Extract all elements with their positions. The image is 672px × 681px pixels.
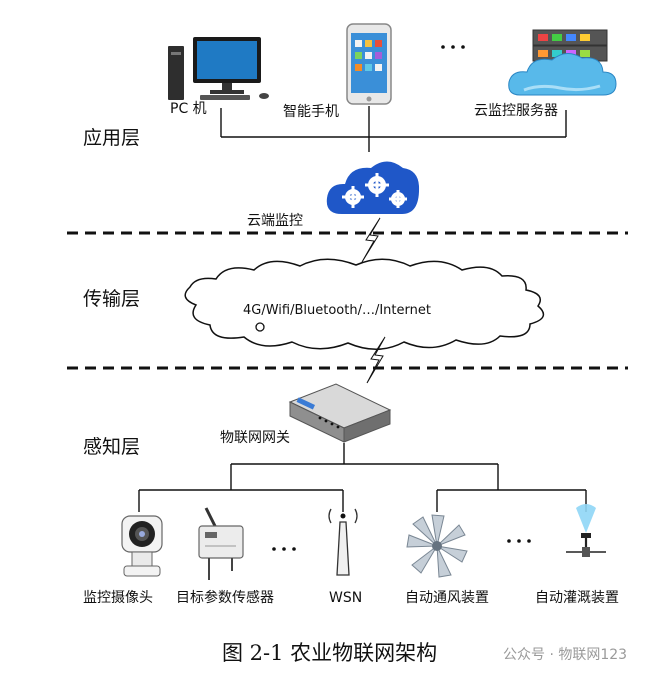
wsn-antenna-icon [328, 508, 358, 576]
gateway-icon [288, 383, 392, 443]
watermark: 公众号 · 物联网123 [503, 647, 628, 663]
network-cloud-shape [184, 258, 545, 350]
layer-label-transport: 传输层 [83, 288, 141, 310]
sensor-label: 目标参数传感器 [176, 590, 274, 606]
wireless-link-icon [361, 217, 381, 263]
figure-caption: 图 2-1 农业物联网架构 [222, 641, 438, 665]
layer-label-perception: 感知层 [83, 436, 141, 458]
smartphone-icon [346, 23, 392, 105]
network-label: 4G/Wifi/Bluetooth/…/Internet [243, 303, 431, 318]
ellipsis-dots [272, 547, 296, 551]
perception-connector [138, 443, 587, 512]
irrigation-label: 自动灌溉装置 [535, 590, 619, 606]
wireless-link-icon [366, 336, 386, 384]
wsn-label: WSN [329, 590, 363, 606]
pc-label: PC 机 [170, 101, 207, 117]
layer-label-application: 应用层 [83, 127, 141, 149]
ventilation-label: 自动通风装置 [405, 590, 489, 606]
cloud-server-icon [508, 29, 617, 96]
sprinkler-icon [566, 504, 606, 557]
application-connector [220, 106, 567, 152]
camera-label: 监控摄像头 [83, 590, 153, 606]
cloud-puff-icon [255, 322, 265, 332]
sensor-icon [198, 507, 244, 580]
gateway-label: 物联网网关 [220, 430, 290, 446]
pc-icon [168, 37, 269, 100]
smartphone-label: 智能手机 [283, 104, 339, 120]
camera-icon [121, 515, 163, 577]
ellipsis-dots [441, 45, 465, 49]
cloud-server-label: 云监控服务器 [474, 103, 558, 119]
ellipsis-dots [507, 539, 531, 543]
cloud-monitor-icon [321, 152, 422, 223]
fan-icon [406, 514, 468, 578]
cloud-monitor-label: 云端监控 [247, 213, 303, 229]
